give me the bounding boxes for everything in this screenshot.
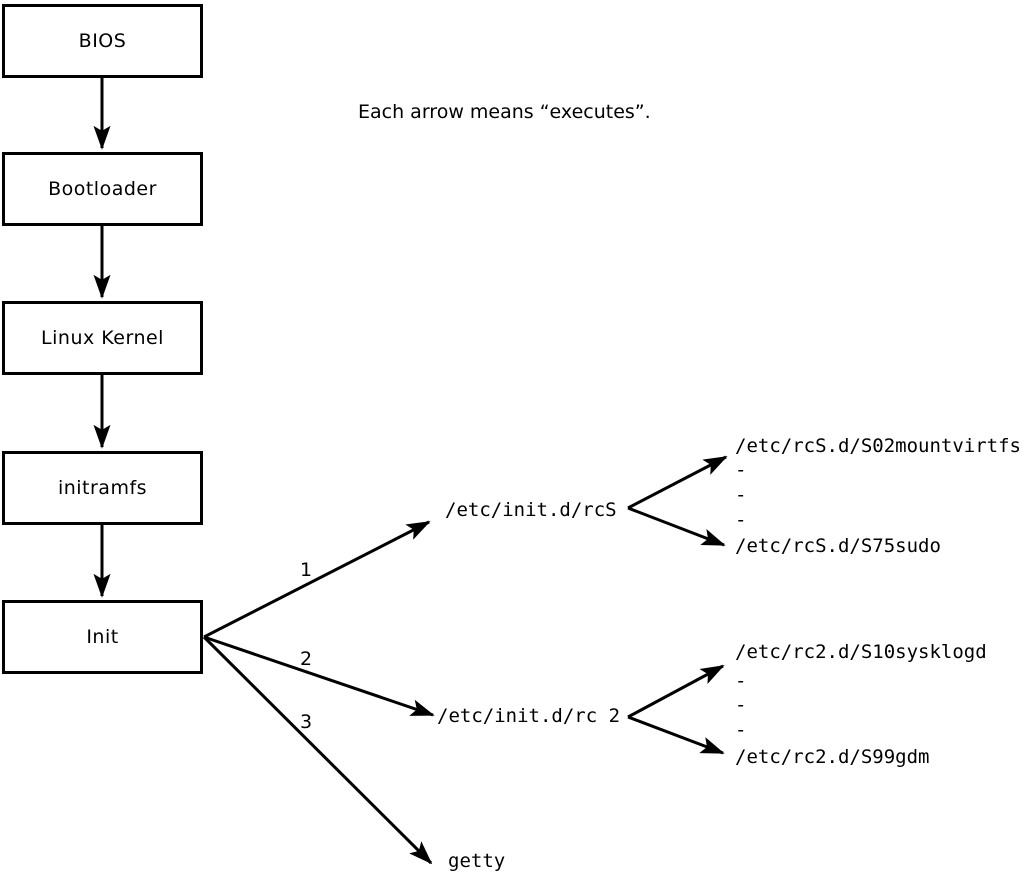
flow-box-linux-kernel: Linux Kernel: [2, 301, 203, 375]
rc2-dash-1: -: [735, 670, 747, 692]
label-getty: getty: [448, 850, 506, 872]
flow-box-init-label: Init: [86, 626, 119, 648]
arrow-rc2-to-s10: [627, 664, 725, 719]
rcs-dash-3: -: [735, 509, 747, 531]
arrow-rcs-to-s02: [627, 455, 728, 510]
arrow-init-to-rcs: [203, 520, 431, 639]
arrow-init-to-getty: [202, 635, 433, 865]
flow-box-bootloader-label: Bootloader: [48, 178, 157, 200]
label-rcs-s75sudo: /etc/rcS.d/S75sudo: [735, 535, 941, 557]
arrow-rc2-to-s99: [627, 715, 725, 755]
branch-number-1: 1: [300, 559, 313, 581]
branch-number-3: 3: [300, 711, 313, 733]
arrow-init-to-rc2: [203, 635, 435, 717]
arrow-rcs-to-s75: [627, 506, 726, 547]
flow-box-linux-kernel-label: Linux Kernel: [41, 327, 164, 349]
flow-box-bootloader: Bootloader: [2, 152, 203, 226]
flow-box-bios-label: BIOS: [78, 30, 127, 52]
flow-box-init: Init: [2, 600, 203, 674]
rcs-dash-1: -: [735, 459, 747, 481]
rcs-dash-2: -: [735, 484, 747, 506]
rc2-dash-3: -: [735, 719, 747, 741]
flow-box-initramfs-label: initramfs: [57, 477, 148, 499]
flow-box-bios: BIOS: [2, 4, 203, 78]
label-etc-init-d-rcs: /etc/init.d/rcS: [445, 499, 617, 521]
label-rc2-s99gdm: /etc/rc2.d/S99gdm: [735, 746, 930, 768]
branch-number-2: 2: [300, 648, 313, 670]
label-etc-init-d-rc2: /etc/init.d/rc 2: [437, 705, 621, 727]
diagram-note: Each arrow means “executes”.: [358, 101, 651, 123]
flow-box-initramfs: initramfs: [2, 451, 203, 525]
rc2-dash-2: -: [735, 694, 747, 716]
label-rc2-s10sysklogd: /etc/rc2.d/S10sysklogd: [735, 641, 987, 663]
label-rcs-s02mountvirtfs: /etc/rcS.d/S02mountvirtfs: [735, 435, 1021, 457]
